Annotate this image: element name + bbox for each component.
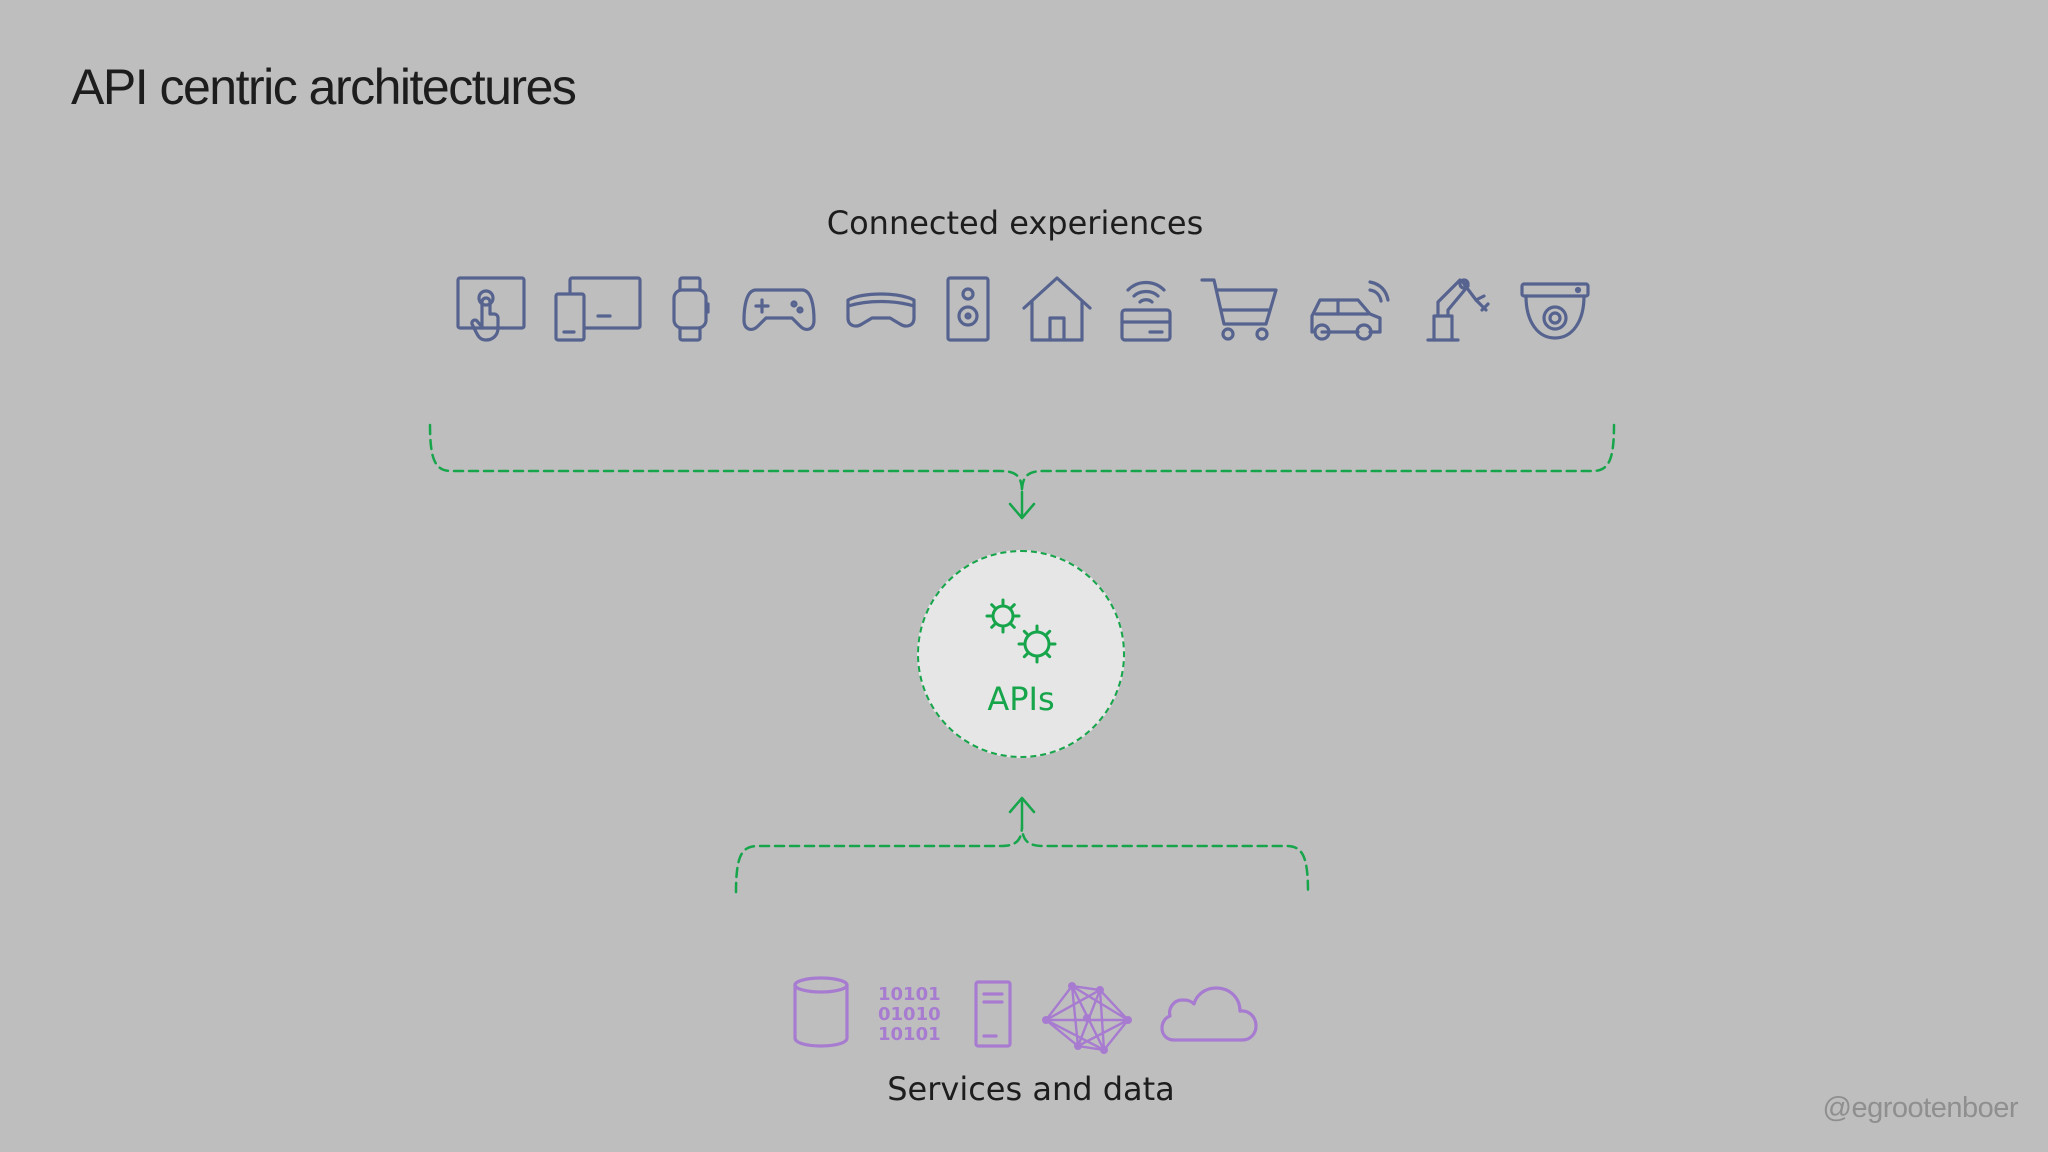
author-handle: @egrootenboer <box>1822 1092 2019 1124</box>
devices-icon <box>554 276 644 342</box>
wireless-card-icon <box>1120 274 1172 342</box>
home-icon <box>1022 276 1092 342</box>
connected-car-icon <box>1308 276 1394 342</box>
binary-row-3: 10101 <box>878 1024 941 1045</box>
bottom-bracket <box>734 824 1310 894</box>
api-node: APIs <box>917 550 1125 758</box>
connected-experiences-label: Connected experiences <box>826 204 1204 242</box>
database-icon <box>792 976 850 1048</box>
shopping-cart-icon <box>1200 276 1280 342</box>
down-arrow-icon <box>1008 490 1036 520</box>
smartwatch-icon <box>670 276 714 342</box>
binary-data-icon: 10101 01010 10101 <box>878 984 946 1045</box>
speaker-icon <box>946 276 990 342</box>
services-and-data-label: Services and data <box>887 1070 1175 1108</box>
network-mesh-icon <box>1042 980 1132 1054</box>
slide-title: API centric architectures <box>71 59 577 115</box>
up-arrow-icon <box>1008 796 1036 827</box>
gears-icon <box>985 598 1065 673</box>
binary-row-1: 10101 <box>878 984 941 1005</box>
robot-arm-icon <box>1424 276 1490 342</box>
api-label: APIs <box>987 680 1055 718</box>
cloud-icon <box>1160 986 1258 1042</box>
server-icon <box>974 980 1012 1048</box>
gamepad-icon <box>742 286 816 334</box>
security-camera-icon <box>1520 282 1590 340</box>
mixed-reality-headset-icon <box>844 288 918 332</box>
top-bracket <box>428 423 1616 493</box>
touch-screen-icon <box>456 276 528 342</box>
binary-row-2: 01010 <box>878 1004 941 1025</box>
